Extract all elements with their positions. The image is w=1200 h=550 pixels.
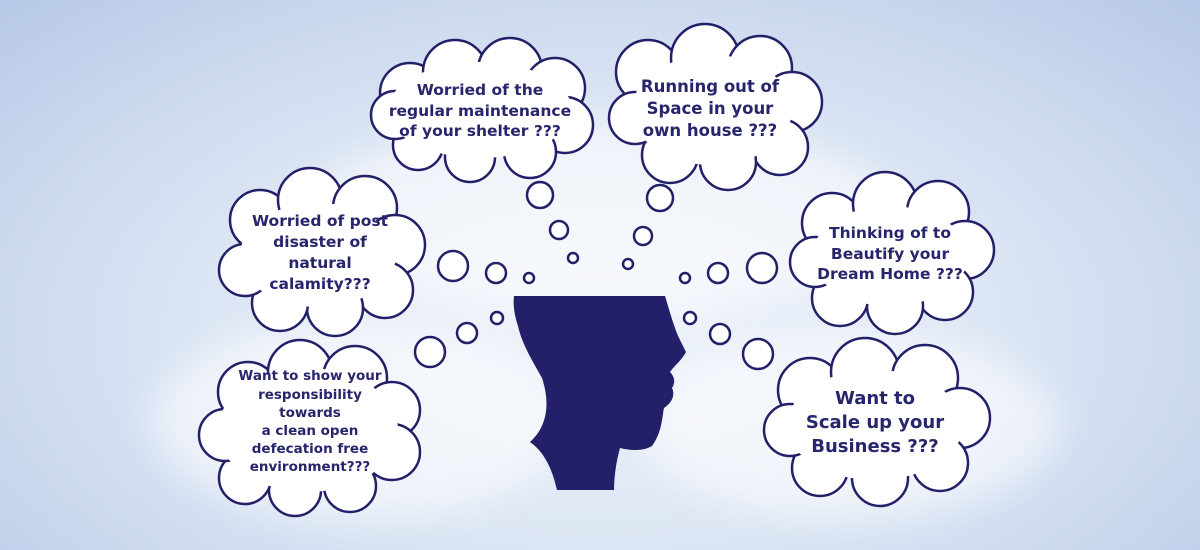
bubble-text-space: Running out of Space in your own house ?… <box>640 76 780 141</box>
human-head-profile-icon <box>513 296 686 490</box>
thought-dots <box>413 180 779 371</box>
bubble-text-business: Want to Scale up your Business ??? <box>805 387 945 458</box>
bubble-text-beautify: Thinking of to Beautify your Dream Home … <box>817 223 963 284</box>
bubble-text-disaster: Worried of post disaster of natural cala… <box>252 212 388 293</box>
bubble-text-maintenance: Worried of the regular maintenance of yo… <box>388 80 572 141</box>
bubble-text-sanitation: Want to show your responsibility towards… <box>238 368 382 476</box>
